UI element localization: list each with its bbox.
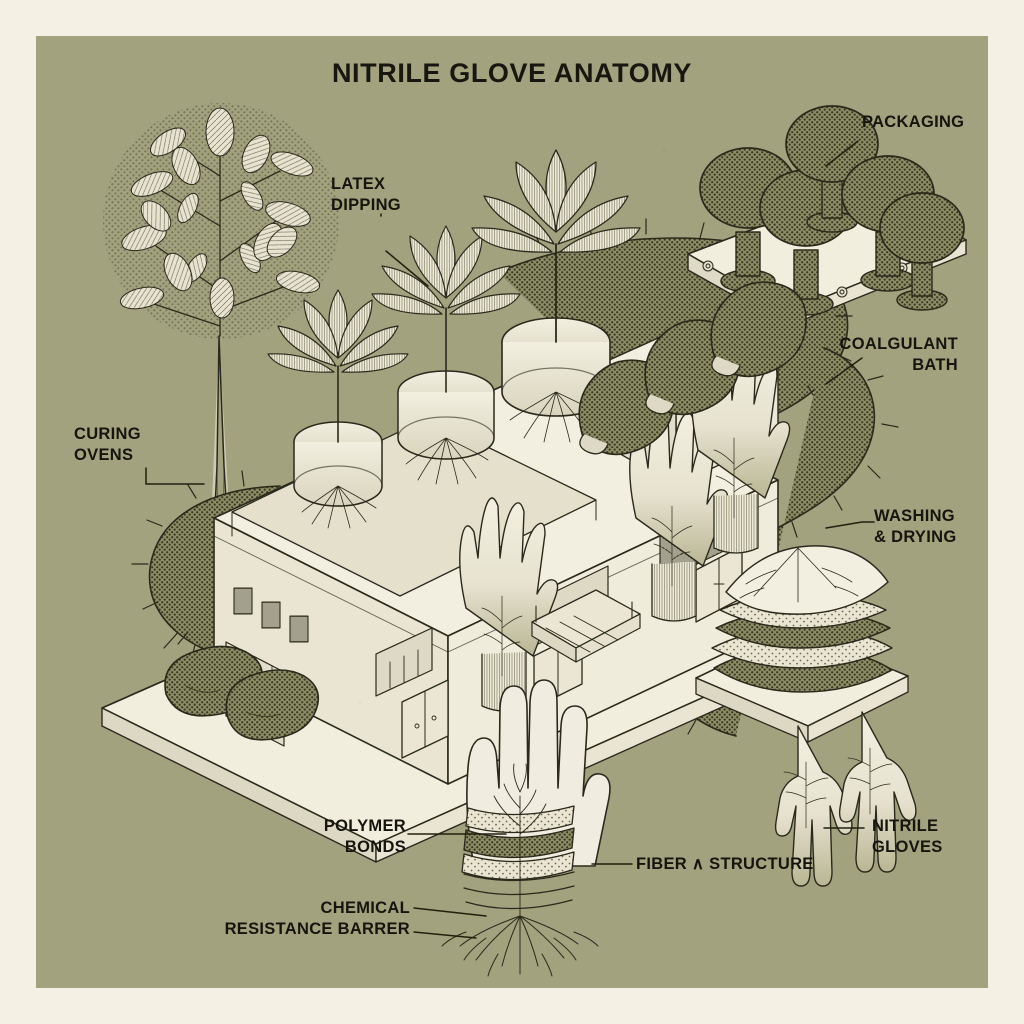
washing-drying-station <box>695 545 917 887</box>
latex-dipping-vats <box>267 149 641 529</box>
label-washing-drying: WASHING & DRYING <box>874 507 957 547</box>
loading-stair <box>531 589 641 663</box>
illustration-plate: NITRILE GLOVE ANATOMY <box>36 36 988 988</box>
rubber-tree <box>103 103 339 661</box>
label-latex-dipping: LATEX DIPPING <box>331 175 401 215</box>
cured-loaves <box>164 645 320 741</box>
glove-cross-section <box>441 679 611 977</box>
glove-formers <box>459 339 791 712</box>
label-fiber-structure: FIBER ∧ STRUCTURE <box>636 855 814 873</box>
coagulant-bags <box>578 281 807 456</box>
label-coagulant-bath: COALGULANT BATH <box>839 335 958 375</box>
isometric-diagram <box>101 103 967 977</box>
leader-lines <box>145 140 875 939</box>
label-chemical-barrier: CHEMICAL RESISTANCE BARRER <box>224 899 410 939</box>
label-nitrile-gloves: NITRILE GLOVES <box>872 817 943 857</box>
label-polymer-bonds: POLYMER BONDS <box>323 817 406 857</box>
label-packaging: PACKAGING <box>862 113 965 131</box>
label-curing-ovens: CURING OVENS <box>74 425 141 465</box>
finished-gloves <box>774 711 917 887</box>
page-title: NITRILE GLOVE ANATOMY <box>331 58 693 88</box>
